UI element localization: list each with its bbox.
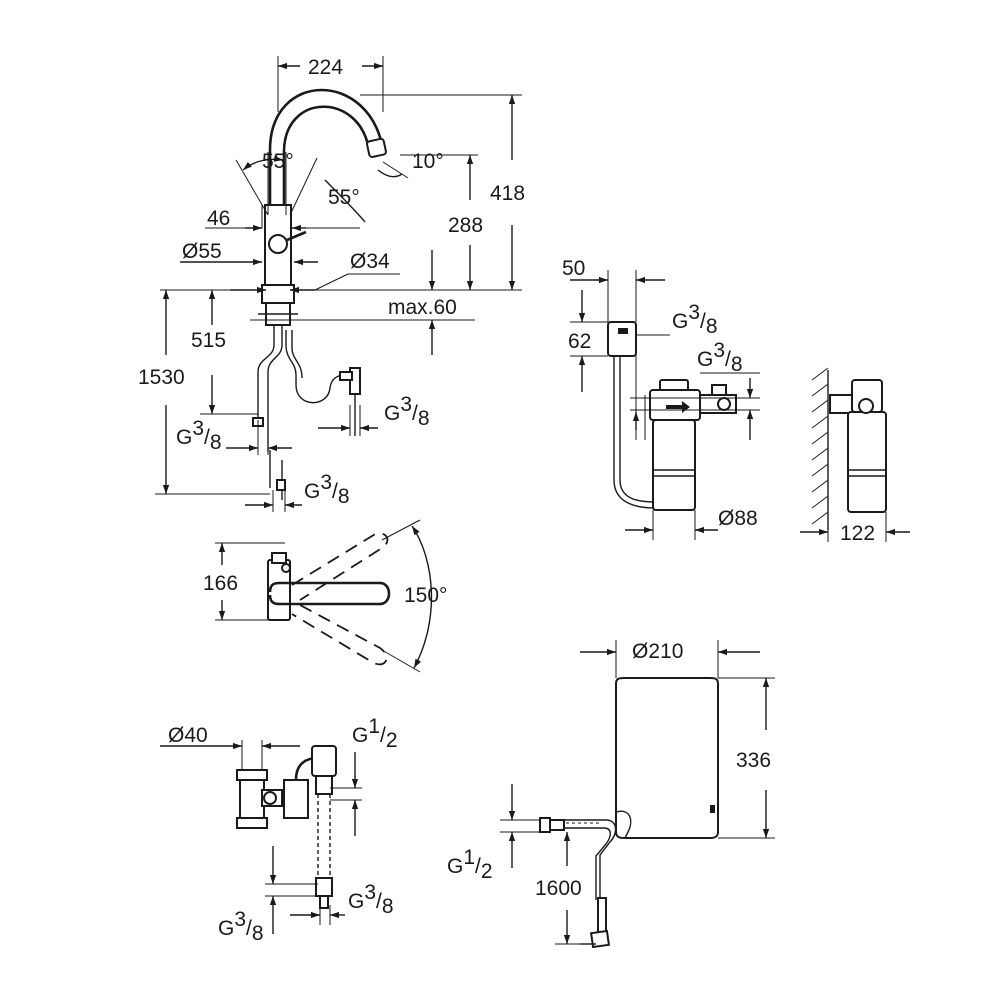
label-224: 224 xyxy=(308,56,343,79)
label-336: 336 xyxy=(736,749,771,772)
label-dia-34: Ø34 xyxy=(350,250,390,273)
label-dia-55: Ø55 xyxy=(182,240,222,263)
label-50: 50 xyxy=(562,257,585,280)
label-dia-40: Ø40 xyxy=(168,724,208,747)
filter-dimensions xyxy=(570,270,910,542)
filter-unit-side xyxy=(811,367,887,530)
mixing-valve xyxy=(236,745,337,909)
label-150-degrees: 150° xyxy=(404,584,447,607)
label-288: 288 xyxy=(448,214,483,237)
label-g12-top: G1/2 xyxy=(352,715,398,752)
label-515: 515 xyxy=(191,329,226,352)
boiler-tank xyxy=(539,677,719,949)
boiler-dimensions xyxy=(500,640,775,945)
top-view-dimensions xyxy=(215,519,433,673)
label-418: 418 xyxy=(490,182,525,205)
label-dia-88: Ø88 xyxy=(718,507,758,530)
label-g38-bottom-left: G3/8 xyxy=(218,908,264,945)
label-g38-filter-top: G3/8 xyxy=(672,301,718,338)
label-55-degrees-right: 55° xyxy=(328,186,360,209)
label-55-degrees-left: 55° xyxy=(262,150,294,173)
label-10-degrees: 10° xyxy=(412,150,444,173)
label-max-60: max.60 xyxy=(388,296,457,319)
faucet-dimensions xyxy=(155,56,522,512)
label-122: 122 xyxy=(840,522,875,545)
mixing-valve-dimensions xyxy=(160,740,362,934)
label-g12-boiler: G1/2 xyxy=(447,846,493,883)
label-g38-left: G3/8 xyxy=(176,417,222,454)
label-166: 166 xyxy=(203,572,238,595)
faucet-side-view xyxy=(252,88,387,500)
label-62: 62 xyxy=(568,330,591,353)
label-1600: 1600 xyxy=(535,877,582,900)
label-g38-right: G3/8 xyxy=(384,393,430,430)
label-46: 46 xyxy=(207,207,230,230)
label-g38-filter-mid: G3/8 xyxy=(697,339,743,376)
dimension-labels: 224 418 288 10° 55° 55° 46 Ø55 Ø34 max.6… xyxy=(138,56,875,945)
label-g38-bottom: G3/8 xyxy=(304,471,350,508)
faucet-top-view xyxy=(267,532,391,666)
label-dia-210: Ø210 xyxy=(632,640,683,663)
label-g38-bottom-right: G3/8 xyxy=(348,881,394,918)
label-1530: 1530 xyxy=(138,366,185,389)
